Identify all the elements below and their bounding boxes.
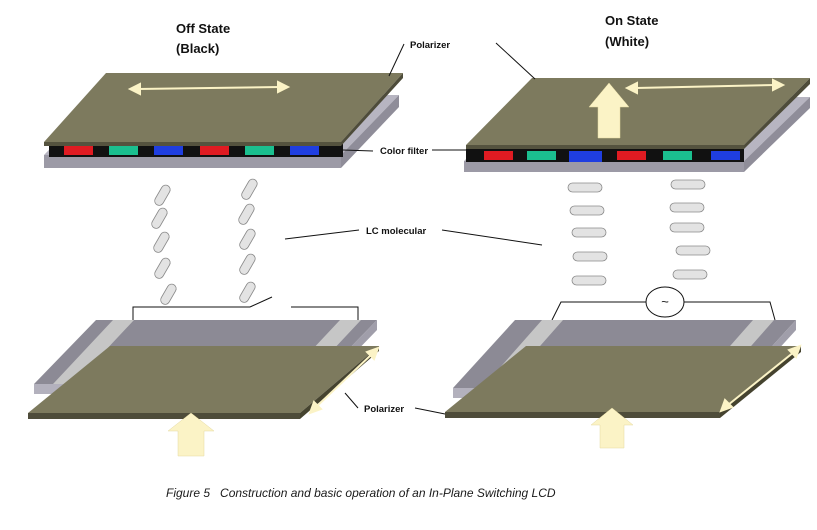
lc-molecule — [672, 269, 708, 280]
right-filter-green — [663, 151, 692, 160]
left-filter-blue — [154, 146, 183, 155]
lc-molecule — [670, 179, 706, 190]
right-filter-green — [527, 151, 556, 160]
right-filter-blue — [711, 151, 740, 160]
right-bottom-polarizer — [445, 346, 801, 412]
lc-molecule — [675, 245, 711, 256]
left-filter-green — [245, 146, 274, 155]
lc-molecule — [569, 205, 605, 216]
lc-molecule — [154, 257, 171, 279]
lc-molecule — [567, 182, 603, 193]
right-filter-red — [617, 151, 646, 160]
on-state-panel: ~ — [445, 78, 810, 449]
right-lc-molecules — [567, 179, 711, 286]
right-light-out-arrow — [588, 82, 630, 139]
lc-molecule — [571, 275, 607, 286]
lc-molecule — [153, 231, 170, 253]
left-bottom-polarization-arrow — [308, 346, 380, 415]
left-polarization-arrow — [127, 80, 291, 96]
lc-molecule — [239, 281, 256, 303]
label-lc-molecular: LC molecular — [366, 226, 426, 237]
left-filter-green — [109, 146, 138, 155]
right-backlight-arrow — [590, 407, 634, 449]
right-filter-red — [484, 151, 513, 160]
lc-molecule — [151, 207, 168, 229]
left-electrode — [53, 320, 134, 384]
lc-molecule — [239, 228, 256, 250]
label-polarizer-top: Polarizer — [410, 40, 450, 51]
left-backlight-arrow — [167, 412, 215, 457]
on-state-title-line1: On State — [605, 13, 658, 28]
lc-molecule — [241, 178, 258, 200]
lc-molecule — [571, 227, 607, 238]
right-bottom-polarization-arrow — [719, 344, 802, 413]
lc-molecule — [669, 202, 705, 213]
off-state-title-line2: (Black) — [176, 41, 219, 56]
left-bottom-polarizer — [28, 346, 379, 413]
left-filter-red — [200, 146, 229, 155]
lc-molecule — [154, 184, 171, 206]
off-state-panel — [28, 73, 403, 457]
on-state-title-line2: (White) — [605, 34, 649, 49]
ac-source-icon — [645, 286, 685, 318]
label-polarizer-bottom: Polarizer — [364, 404, 404, 415]
leader-lines — [284, 42, 543, 415]
left-top-glass-edge — [44, 155, 341, 168]
left-filter-blue — [290, 146, 319, 155]
left-circuit-wires — [132, 296, 359, 322]
lc-molecule — [669, 222, 705, 233]
left-top-polarizer — [44, 73, 403, 142]
right-filter-blue — [569, 151, 602, 162]
right-top-polarizer — [466, 78, 810, 145]
label-color-filter: Color filter — [380, 146, 428, 157]
right-polarization-arrow — [624, 78, 786, 95]
left-filter-red — [64, 146, 93, 155]
right-circuit-wires — [551, 301, 776, 321]
figure-caption: Figure 5 Construction and basic operatio… — [166, 486, 556, 500]
lc-molecule — [239, 253, 256, 275]
left-lc-molecules — [151, 178, 258, 305]
lc-molecule — [572, 251, 608, 262]
off-state-title-line1: Off State — [176, 21, 230, 36]
ac-symbol: ~ — [661, 294, 669, 309]
lc-molecule — [238, 203, 255, 225]
lc-molecule — [160, 283, 177, 305]
